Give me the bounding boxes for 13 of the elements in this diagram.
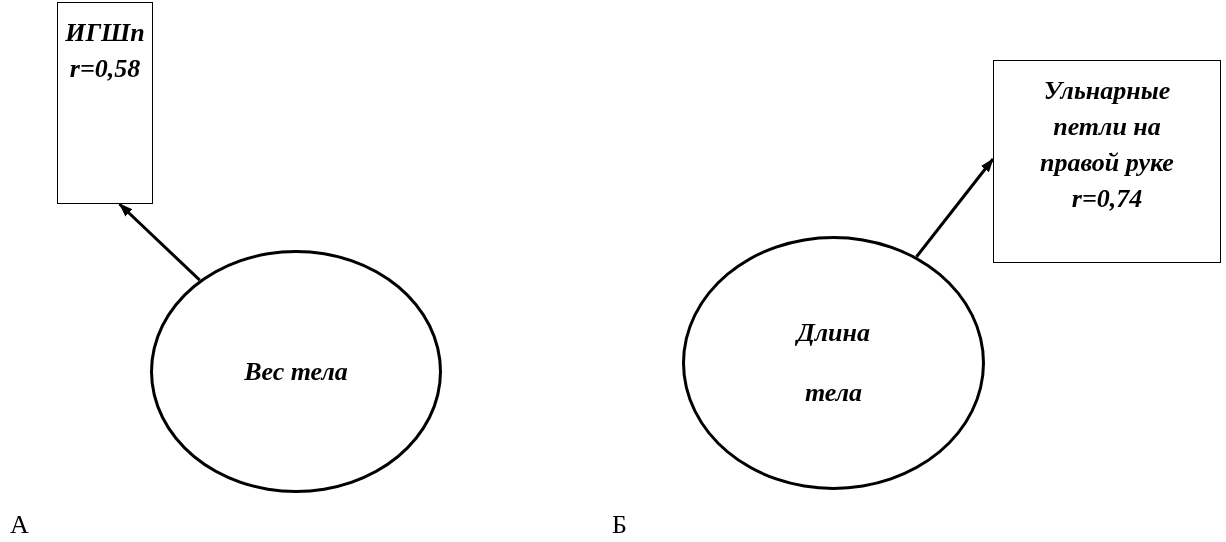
node-text: r=0,74	[1071, 183, 1143, 215]
node-text: ИГШп	[65, 17, 145, 49]
panel-letter: Б	[612, 509, 627, 541]
arrow	[915, 158, 995, 258]
ellipse-node	[150, 250, 442, 493]
node-text: Вес тела	[244, 355, 348, 388]
text-box	[57, 2, 153, 204]
arrow	[118, 202, 201, 282]
ellipse-node	[682, 236, 985, 490]
text-box	[993, 60, 1221, 263]
panel-letter: А	[10, 509, 29, 541]
node-text: r=0,58	[69, 53, 141, 85]
node-text: Длина тела	[794, 317, 871, 409]
